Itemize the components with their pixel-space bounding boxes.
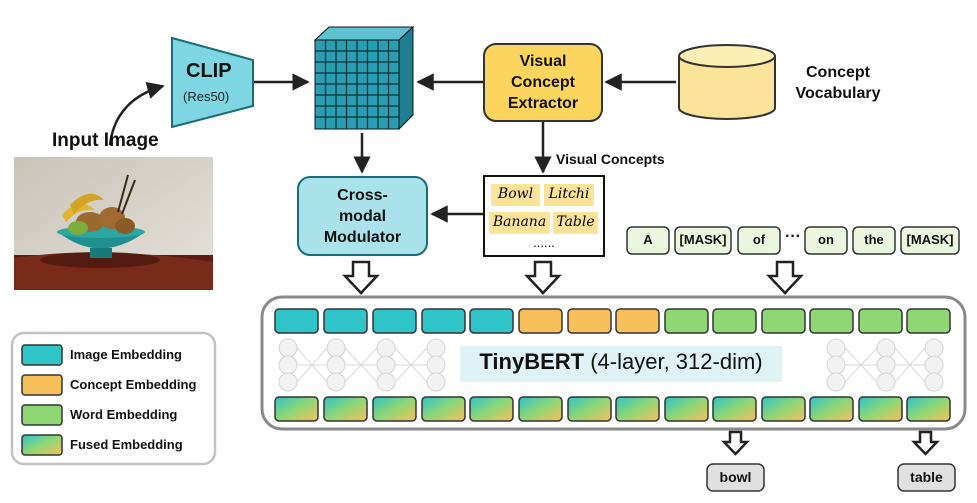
fused-embedding-token — [809, 396, 854, 422]
fused-embedding-token — [323, 396, 368, 422]
fused-embedding-token — [712, 396, 757, 422]
visual-concepts-label: Visual Concepts — [556, 151, 665, 167]
token-6: [MASK] — [906, 232, 954, 247]
cross-modal-modulator — [297, 176, 428, 256]
concept-embedding-token — [615, 308, 660, 334]
vocabulary-label: Concept Vocabulary — [795, 64, 881, 102]
fused-embedding-token — [469, 396, 514, 422]
concept-banana: Banana — [492, 214, 547, 230]
output-bowl: bowl — [719, 469, 752, 485]
image-embedding-token — [421, 308, 466, 334]
image-embedding-token — [469, 308, 514, 334]
word-embedding-token — [664, 308, 709, 334]
concept-embedding-token — [518, 308, 563, 334]
concept-note — [489, 212, 550, 234]
fused-embedding-token — [761, 396, 806, 422]
word-embedding-token — [906, 308, 951, 334]
concept-note — [544, 184, 594, 206]
clip-title: CLIP — [186, 60, 232, 82]
input-image — [14, 157, 213, 290]
fused-embedding-token — [615, 396, 660, 422]
output-table: table — [910, 469, 943, 485]
output-box-bowl — [706, 463, 765, 492]
clip-subtitle: (Res50) — [183, 89, 230, 104]
legend-box — [10, 331, 217, 466]
token-3: of — [752, 232, 766, 247]
feature-map-cube — [313, 25, 415, 131]
extractor-label: Visual Concept Extractor — [507, 53, 579, 112]
token-boxes — [626, 226, 960, 255]
word-embedding-token — [761, 308, 806, 334]
concept-table: Table — [556, 214, 595, 230]
legend-swatch-image — [21, 344, 63, 366]
image-embedding-token — [323, 308, 368, 334]
down-arrow-icon — [766, 260, 804, 295]
tinybert-label-bg — [460, 346, 782, 382]
word-embedding-token — [809, 308, 854, 334]
legend-word-label: Word Embedding — [70, 407, 178, 422]
word-embedding-token — [858, 308, 903, 334]
clip-encoder — [171, 36, 254, 129]
token-ellipsis: ··· — [785, 228, 801, 245]
concept-note — [491, 184, 540, 206]
legend-swatch-concept — [21, 374, 63, 396]
fused-embedding-token — [518, 396, 563, 422]
image-embedding-token — [372, 308, 417, 334]
down-arrow-icon — [721, 430, 750, 456]
legend-swatch-word — [21, 404, 63, 426]
input-image-label: Input Image — [52, 130, 159, 151]
concept-vocabulary-db — [678, 44, 776, 120]
concept-embedding-token — [567, 308, 612, 334]
legend-concept-label: Concept Embedding — [70, 377, 197, 392]
fused-embedding-token — [274, 396, 319, 422]
fused-embedding-token — [421, 396, 466, 422]
legend-fused-label: Fused Embedding — [70, 437, 183, 452]
word-embedding-token — [712, 308, 757, 334]
down-arrow-icon — [342, 260, 380, 295]
concept-bowl: Bowl — [497, 186, 534, 202]
token-1: A — [643, 232, 653, 247]
image-embedding-token — [274, 308, 319, 334]
fused-embedding-token — [906, 396, 951, 422]
concept-more: ...... — [533, 235, 555, 250]
legend-image-label: Image Embedding — [70, 347, 182, 362]
fused-embedding-token — [372, 396, 417, 422]
tinybert-title: TinyBERT (4-layer, 312-dim) — [479, 349, 763, 374]
visual-concept-extractor — [483, 43, 603, 122]
modulator-label: Cross- modal Modulator — [323, 187, 402, 246]
down-arrow-icon — [911, 430, 940, 456]
fused-embedding-token — [858, 396, 903, 422]
fused-embedding-token — [664, 396, 709, 422]
token-5: the — [864, 232, 884, 247]
legend-swatch-fused — [21, 434, 63, 456]
concept-note — [553, 212, 598, 234]
output-box-table — [897, 463, 956, 492]
concept-litchi: Litchi — [548, 186, 590, 202]
fused-embedding-token — [567, 396, 612, 422]
token-4: on — [818, 232, 834, 247]
token-2: [MASK] — [679, 232, 727, 247]
down-arrow-icon — [524, 260, 562, 295]
